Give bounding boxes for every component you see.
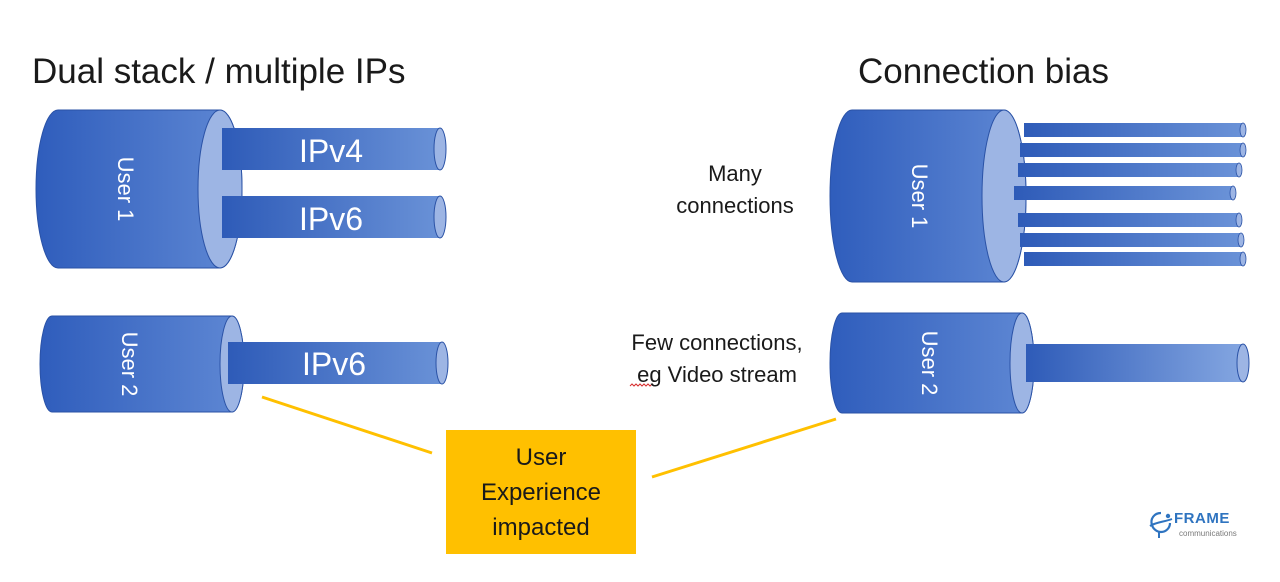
callout-line2: Experience (480, 478, 602, 506)
note-few-connections: Few connections, eg Video stream (612, 327, 822, 391)
connection-pipe (1020, 233, 1244, 247)
pipe-ipv6 (222, 195, 447, 239)
left-user1-label: User 1 (113, 157, 138, 222)
left-panel-title: Dual stack / multiple IPs (32, 52, 406, 91)
note-many-line2: connections (676, 193, 794, 218)
note-many-line1: Many (708, 161, 762, 186)
logo-subtitle: communications (1179, 529, 1237, 538)
right-panel-title: Connection bias (858, 52, 1109, 91)
connector-line-left (261, 395, 433, 455)
note-few-line1: Few connections, (631, 330, 803, 355)
pipe-ipv4-label: IPv4 (299, 133, 363, 169)
connection-pipe-end (1239, 142, 1247, 158)
callout-line1: User (515, 443, 567, 471)
pipe-user2-label: IPv6 (302, 346, 366, 382)
connection-pipe (1020, 143, 1246, 157)
right-connection-pipes (1014, 122, 1247, 267)
logo-name: FRAME (1174, 510, 1230, 527)
right-user2-label: User 2 (917, 331, 942, 396)
connection-pipe (1014, 186, 1236, 200)
right-user2-cylinder (829, 312, 1035, 414)
pipe-video-stream (1026, 343, 1250, 383)
callout-line3: impacted (492, 513, 590, 541)
connection-pipe (1024, 123, 1246, 137)
pipe-user2-ipv6 (228, 341, 449, 385)
callout-box-bg (446, 430, 636, 554)
connection-pipe-end (1239, 122, 1247, 138)
pipe-ipv6-label: IPv6 (299, 201, 363, 237)
note-many-connections: Many connections (660, 158, 810, 222)
connection-pipe (1018, 163, 1242, 177)
connection-pipe (1018, 213, 1242, 227)
frame-logo-icon (1149, 511, 1173, 538)
connection-pipe (1024, 252, 1246, 266)
left-user2-label: User 2 (117, 332, 142, 397)
connection-pipe-end (1235, 212, 1243, 228)
note-few-line2: eg Video stream (637, 362, 797, 387)
connector-line-right (651, 417, 837, 479)
spellcheck-squiggle (629, 383, 655, 387)
pipe-ipv4 (222, 127, 447, 171)
user-experience-callout: User Experience impacted (446, 430, 636, 554)
connection-pipe-end (1229, 185, 1237, 201)
connection-pipe-end (1239, 251, 1247, 267)
connection-pipe-end (1237, 232, 1245, 248)
right-user1-label: User 1 (907, 164, 932, 229)
connection-pipe-end (1235, 162, 1243, 178)
frame-communications-logo: FRAME communications (1148, 508, 1248, 542)
right-user1-cylinder (829, 109, 1027, 283)
